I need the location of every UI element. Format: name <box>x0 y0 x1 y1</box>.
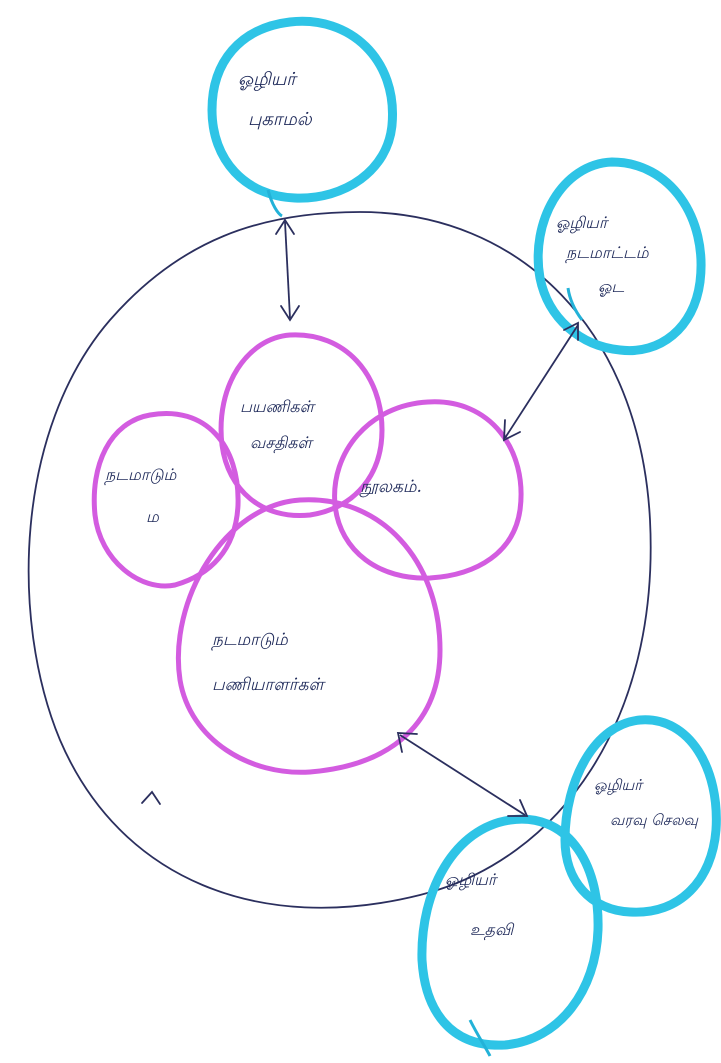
petal-left: நடமாடும் ம <box>91 411 241 589</box>
petal-right-line1: நூலகம். <box>359 477 422 498</box>
core-line2: பணியாளர்கள் <box>212 675 326 695</box>
bottom-node-b-line2: உதவி <box>470 920 515 941</box>
bottom-node-b-line1: ஓழியர் <box>445 870 499 891</box>
bottom-right-external-node-b: ஓழியர் உதவி <box>417 814 603 1057</box>
petal-top: பயணிகள் வசதிகள் <box>218 332 385 519</box>
core-line1: நடமாடும் <box>211 630 289 651</box>
outer-circle <box>27 211 652 909</box>
right-node-line2: நடமாட்டம் <box>565 243 650 264</box>
right-node-line1: ஓழியர் <box>556 213 610 234</box>
top-node-line1: ஓழியர் <box>238 69 298 92</box>
arrow-core-to-bottom <box>396 732 529 817</box>
bottom-right-external-node-a: ஓழியர் வரவு செலவு <box>560 715 721 917</box>
petal-left-line1: நடமாடும் <box>104 465 178 486</box>
arrow-right-to-petal <box>503 321 579 442</box>
bottom-node-a-line1: ஓழியர் <box>594 776 644 796</box>
right-node-line3: ஓட <box>598 277 624 297</box>
bottom-node-a-line2: வரவு செலவு <box>610 811 699 829</box>
core-node: நடமாடும் பணியாளர்கள் <box>176 497 443 775</box>
arrow-top-to-center <box>275 218 300 322</box>
petal-right: நூலகம். <box>332 399 524 581</box>
petal-top-line2: வசதிகள் <box>250 433 315 454</box>
petal-top-line1: பயணிகள் <box>240 397 317 416</box>
right-external-node: ஓழியர் நடமாட்டம் ஓட <box>533 157 706 356</box>
top-external-node: ஓழியர் புகாமல் <box>207 16 397 218</box>
top-node-line2: புகாமல் <box>248 109 313 130</box>
petal-left-line2: ம <box>146 507 160 526</box>
outer-circle-arrow-tick <box>141 790 161 805</box>
